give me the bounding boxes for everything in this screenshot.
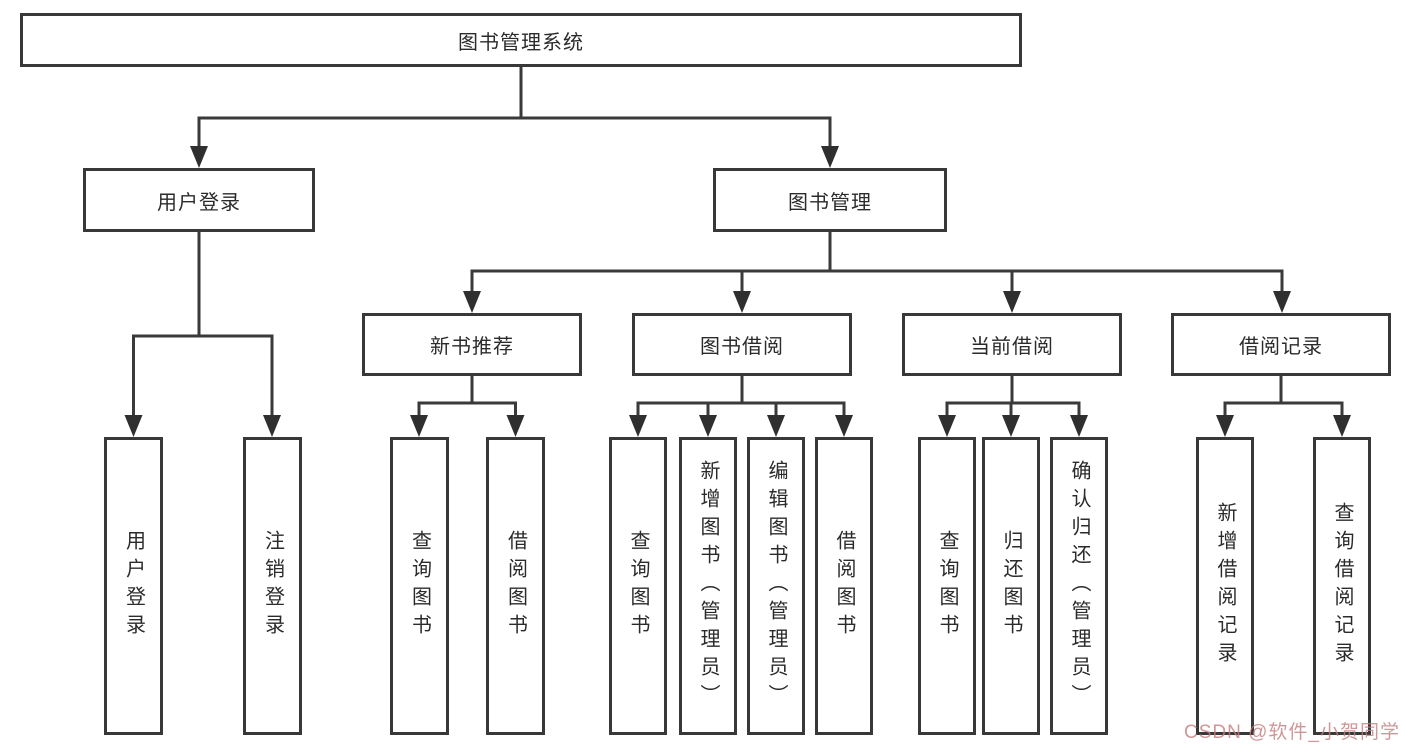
leaf-borrow-borrow-label: 借阅图书 xyxy=(833,530,855,642)
edge-newbook-to-leaves xyxy=(410,374,525,437)
node-module-current-label: 当前借阅 xyxy=(970,336,1054,358)
leaf-current-return: 归还图书 xyxy=(982,437,1040,735)
node-module-records-label: 借阅记录 xyxy=(1239,336,1323,358)
node-root-system: 图书管理系统 xyxy=(20,13,1022,67)
leaf-borrow-query: 查询图书 xyxy=(609,437,667,735)
node-book-manage-label: 图书管理 xyxy=(788,191,872,214)
node-module-records: 借阅记录 xyxy=(1171,313,1391,376)
leaf-records-query-label: 查询借阅记录 xyxy=(1331,502,1353,670)
leaf-current-return-label: 归还图书 xyxy=(1000,530,1022,642)
leaf-user-login: 用户登录 xyxy=(104,437,163,735)
leaf-records-add-label: 新增借阅记录 xyxy=(1214,502,1236,670)
leaf-newbook-query-label: 查询图书 xyxy=(408,530,431,642)
node-user-login: 用户登录 xyxy=(83,168,315,232)
leaf-records-add: 新增借阅记录 xyxy=(1196,437,1254,735)
leaf-borrow-add-admin-label: 新增图书（管理员） xyxy=(697,460,719,712)
node-module-borrow-label: 图书借阅 xyxy=(700,336,784,358)
leaf-current-query: 查询图书 xyxy=(918,437,976,735)
leaf-logout: 注销登录 xyxy=(243,437,302,735)
node-module-newbook-label: 新书推荐 xyxy=(430,336,514,358)
leaf-borrow-edit-admin: 编辑图书（管理员） xyxy=(747,437,805,735)
leaf-borrow-add-admin: 新增图书（管理员） xyxy=(679,437,737,735)
leaf-records-query: 查询借阅记录 xyxy=(1313,437,1371,735)
leaf-logout-label: 注销登录 xyxy=(261,530,284,642)
node-module-current: 当前借阅 xyxy=(902,313,1122,376)
leaf-current-confirm-admin-label: 确认归还（管理员） xyxy=(1068,460,1090,712)
edge-root-to-level2 xyxy=(190,65,839,168)
edge-records-to-leaves xyxy=(1216,374,1351,437)
leaf-borrow-query-label: 查询图书 xyxy=(627,530,649,642)
leaf-user-login-label: 用户登录 xyxy=(122,530,145,642)
edge-borrow-to-leaves xyxy=(629,374,853,437)
edge-current-to-leaves xyxy=(938,374,1088,437)
leaf-current-confirm-admin: 确认归还（管理员） xyxy=(1050,437,1108,735)
edge-manage-to-modules xyxy=(463,230,1291,313)
node-module-borrow: 图书借阅 xyxy=(632,313,852,376)
node-user-login-label: 用户登录 xyxy=(157,191,241,214)
csdn-watermark: CSDN @软件_小贺同学 xyxy=(1184,722,1400,743)
node-book-manage: 图书管理 xyxy=(713,168,947,232)
node-module-newbook: 新书推荐 xyxy=(362,313,582,376)
leaf-newbook-borrow: 借阅图书 xyxy=(486,437,545,735)
edge-login-to-leaves xyxy=(124,230,281,437)
leaf-newbook-borrow-label: 借阅图书 xyxy=(504,530,527,642)
node-root-label: 图书管理系统 xyxy=(458,31,584,54)
leaf-current-query-label: 查询图书 xyxy=(936,530,958,642)
leaf-borrow-edit-admin-label: 编辑图书（管理员） xyxy=(765,460,787,712)
leaf-borrow-borrow: 借阅图书 xyxy=(815,437,873,735)
leaf-newbook-query: 查询图书 xyxy=(390,437,449,735)
